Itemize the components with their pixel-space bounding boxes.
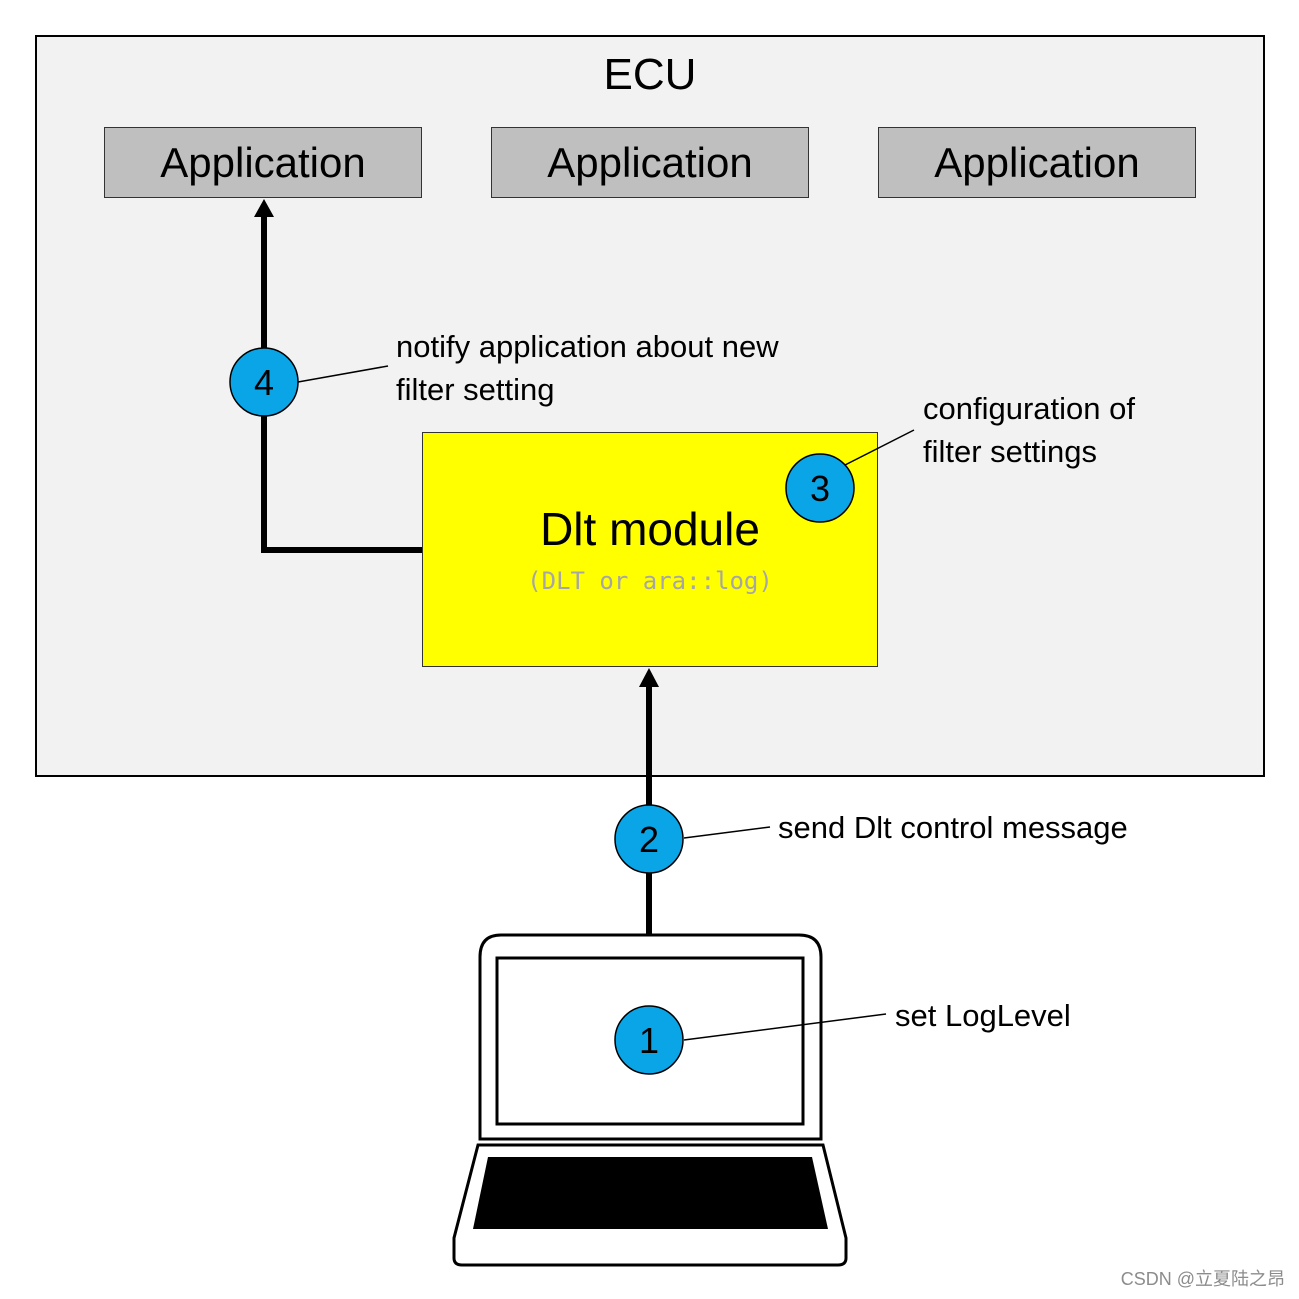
step-2-number: 2 — [639, 819, 659, 860]
ecu-title: ECU — [603, 50, 697, 99]
dlt-module-title: Dlt module — [540, 503, 760, 555]
step-4-label-line-2: filter setting — [396, 372, 555, 407]
dlt-module-subtitle: (DLT or ara::log) — [527, 567, 773, 595]
watermark: CSDN @立夏陆之昂 — [1120, 1269, 1285, 1289]
application-box-3: Application — [878, 127, 1196, 198]
step-4-marker: 4 — [229, 347, 299, 417]
application-box-2: Application — [491, 127, 809, 198]
step-1-number: 1 — [639, 1020, 659, 1061]
step-4-label-line-1: notify application about new — [396, 329, 779, 364]
step-3-label: configuration of filter settings — [923, 387, 1135, 473]
step-1-marker: 1 — [614, 1005, 684, 1075]
step-4-circle — [229, 347, 299, 417]
leader-line-1 — [683, 1013, 887, 1041]
leader-line-3 — [844, 429, 915, 466]
step-3-circle — [785, 453, 855, 523]
step-1-circle — [614, 1005, 684, 1075]
step-3-label-line-2: filter settings — [923, 434, 1098, 469]
application-box-1: Application — [104, 127, 422, 198]
notify-arrow — [254, 199, 422, 553]
step-3-marker: 3 — [785, 453, 855, 523]
laptop-icon — [452, 933, 848, 1267]
step-4-label: notify application about new filter sett… — [396, 325, 779, 411]
step-2-marker: 2 — [614, 804, 684, 874]
step-2-label-line-1: send Dlt control message — [778, 810, 1128, 845]
step-1-label-line-1: set LogLevel — [895, 998, 1071, 1033]
control-message-arrow — [639, 668, 659, 935]
step-2-label: send Dlt control message — [778, 806, 1128, 849]
step-3-label-line-1: configuration of — [923, 391, 1135, 426]
step-4-number: 4 — [254, 362, 274, 403]
step-1-label: set LogLevel — [895, 994, 1071, 1037]
leader-line-4 — [297, 365, 389, 383]
step-2-circle — [614, 804, 684, 874]
leader-line-2 — [683, 826, 771, 839]
step-3-number: 3 — [810, 468, 830, 509]
